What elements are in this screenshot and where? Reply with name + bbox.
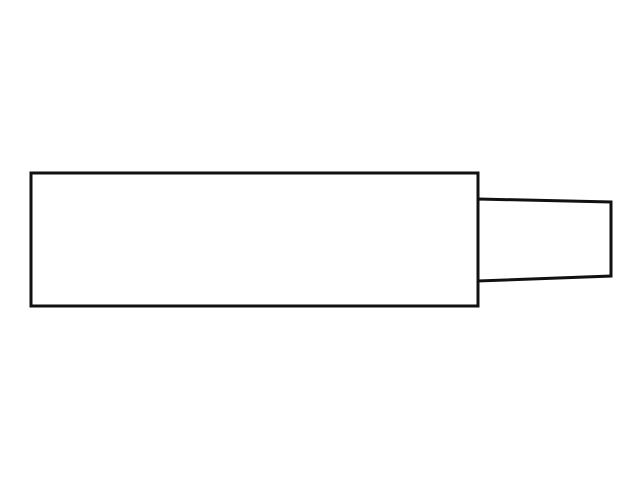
tapered-extension-shape bbox=[476, 197, 613, 283]
main-body-rectangle bbox=[29, 171, 480, 308]
